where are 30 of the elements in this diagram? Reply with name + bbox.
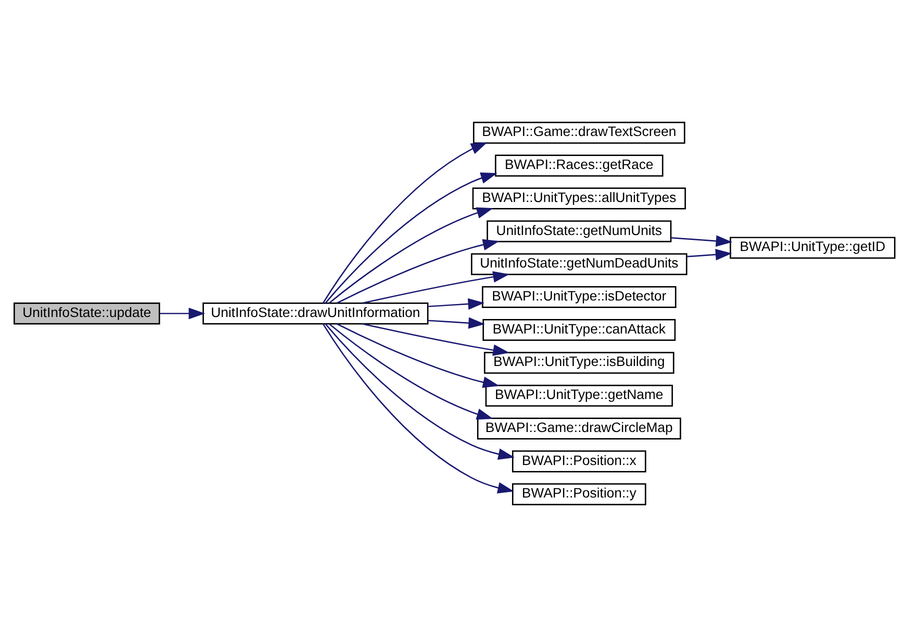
arrow [428,317,485,329]
arrow [328,207,494,304]
node-box: BWAPI::Game::drawTextScreen [472,122,686,144]
node-box: BWAPI::UnitType::canAttack [482,318,676,341]
arrow [336,323,500,388]
arrow [322,142,488,304]
node-box: BWAPI::UnitType::isBuilding [484,352,674,374]
arrow [428,298,485,310]
arrow [328,323,494,420]
arrow [687,248,732,260]
arrow [324,323,515,460]
arrow [670,235,732,247]
node-box: UnitInfoState::getNumDeadUnits [470,253,688,276]
arrow [160,308,206,320]
arrow [324,172,498,304]
arrow [322,323,514,494]
node-box: BWAPI::UnitTypes::allUnitTypes [472,188,686,210]
node-box: BWAPI::Races::getRace [494,154,664,177]
arrow [362,323,510,356]
arrow [336,239,500,304]
arrow [362,271,510,304]
node-box: UnitInfoState::getNumUnits [486,220,672,242]
node-box: BWAPI::UnitType::getName [485,384,673,407]
node-box: BWAPI::Position::y [512,483,646,506]
node-box: UnitInfoState::drawUnitInformation [202,302,428,324]
node-box: BWAPI::UnitType::isDetector [482,286,676,308]
node-box: BWAPI::Position::x [512,450,646,472]
node-box: UnitInfoState::update [14,302,160,324]
node-box: BWAPI::UnitType::getID [730,236,896,259]
node-box: BWAPI::Game::drawCircleMap [477,418,682,440]
